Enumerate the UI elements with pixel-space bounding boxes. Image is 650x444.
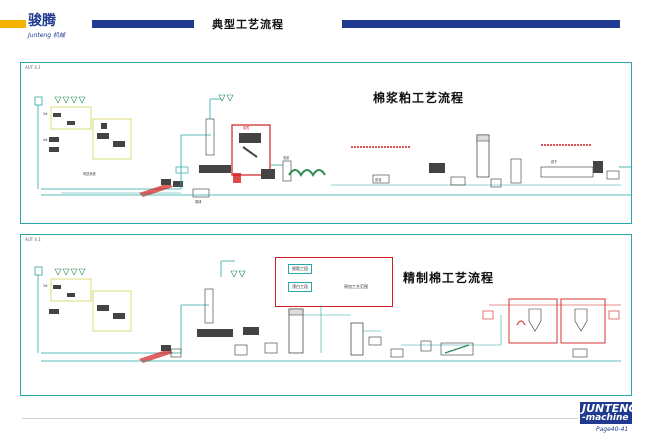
header-yellow-accent — [0, 20, 26, 28]
middle-group: 浆池 — [351, 134, 522, 188]
brand-suffix: -machine — [582, 413, 629, 423]
wash-group: 洗浆 — [283, 155, 326, 177]
brand-name: JUNTENG — [582, 402, 638, 415]
header-bar-right — [342, 20, 620, 28]
dryer-group: 烘干 — [540, 144, 631, 180]
process-panel-pulp: AUT 4.1 棉浆粕工艺流程 3# 4# 风送系统 — [20, 62, 632, 224]
header: 骏腾 Junteng 机械 典型工艺流程 — [0, 0, 650, 40]
footer-rule — [22, 418, 578, 419]
process-panel-refined: AUT 4.1 精制棉工艺流程 脱脂工段 漂白工段 原加工艺范围 3# — [20, 234, 632, 396]
conveyor-group — [139, 260, 278, 363]
conveyor-group: 蒸球 — [139, 94, 234, 204]
pulp-process-diagram: 3# 4# 风送系统 蒸球 — [34, 94, 631, 204]
panel-tag: AUT 4.1 — [25, 237, 41, 242]
svg-text:3#: 3# — [43, 112, 48, 116]
feed-group: 3# — [34, 266, 181, 354]
panel-tag: AUT 4.1 — [25, 65, 41, 70]
logo: 骏腾 Junteng 机械 — [28, 10, 88, 39]
cooker-group: 蒸煮 — [231, 124, 292, 183]
svg-text:风送系统: 风送系统 — [83, 171, 97, 176]
press-group — [420, 340, 474, 356]
section-title-refined: 精制棉工艺流程 — [403, 271, 495, 285]
scope-item-degrease: 脱脂工段 — [288, 264, 312, 274]
header-bar-left — [92, 20, 194, 28]
footer-brand: JUNTENG -machine — [580, 402, 638, 424]
refined-process-diagram: 3# — [34, 260, 621, 363]
svg-text:4#: 4# — [43, 138, 48, 142]
svg-text:蒸球: 蒸球 — [195, 199, 202, 204]
scope-item-bleach: 漂白工段 — [288, 282, 312, 292]
logo-subtext: Junteng 机械 — [28, 32, 65, 39]
svg-text:3#: 3# — [43, 284, 48, 288]
tank-group — [288, 305, 404, 358]
feed-group: 3# 4# 风送系统 — [34, 96, 181, 194]
cyclone-group — [482, 298, 621, 358]
scope-box-label: 原加工艺范围 — [344, 284, 368, 289]
section-title-pulp: 棉浆粕工艺流程 — [373, 91, 465, 105]
page-number: Page40-41 — [596, 426, 629, 433]
svg-text:烘干: 烘干 — [551, 159, 558, 164]
page-title: 典型工艺流程 — [212, 18, 284, 31]
svg-text:洗浆: 洗浆 — [283, 155, 290, 160]
svg-text:浆池: 浆池 — [375, 177, 382, 182]
process-scope-box: 脱脂工段 漂白工段 原加工艺范围 — [275, 257, 393, 307]
logo-text: 骏腾 — [28, 13, 56, 29]
svg-text:蒸煮: 蒸煮 — [243, 125, 250, 130]
